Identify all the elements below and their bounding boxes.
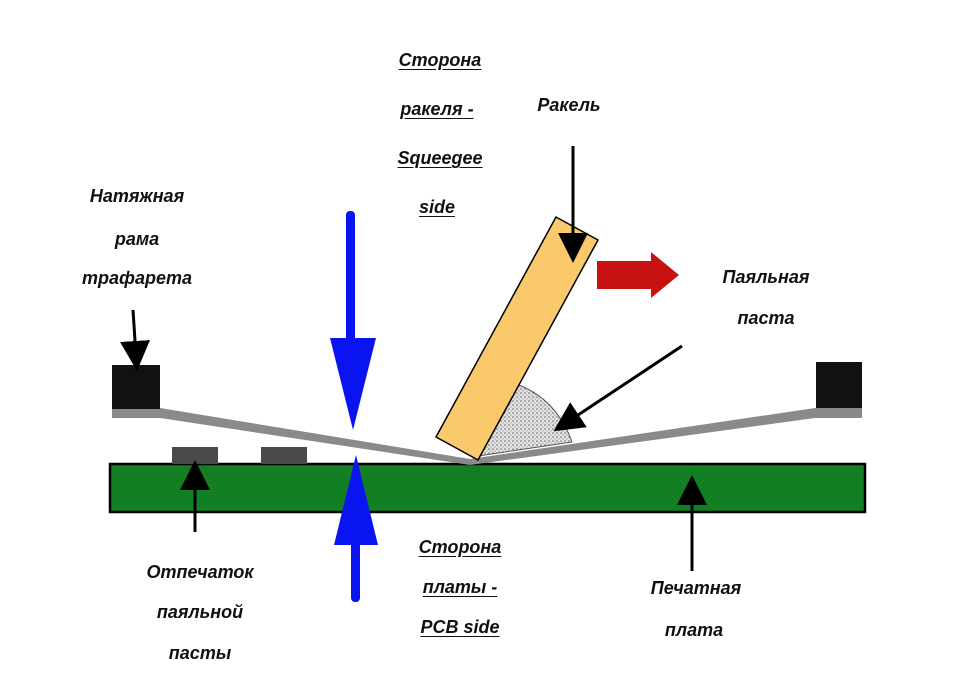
paste-print-label-1: Отпечаток — [146, 562, 254, 582]
squeegee-side-label-4: side — [418, 197, 456, 217]
paste-print-label-2: паяльной — [156, 602, 244, 622]
pcb-label-2: плата — [664, 620, 724, 640]
paste-print-pad-1 — [172, 447, 218, 464]
blue-down-arrow — [330, 211, 376, 430]
stencil-sheet — [112, 408, 470, 465]
stencil-frame-label-1: Натяжная — [89, 186, 185, 206]
stencil-frame-right — [816, 362, 862, 408]
pcb-board — [108, 462, 867, 514]
stencil-frame-left — [112, 365, 160, 409]
paste-print-pad-2 — [261, 447, 307, 464]
squeegee-side-label-1: Сторона — [398, 50, 482, 70]
blue-up-arrow — [334, 455, 378, 602]
pcb-side-label-1: Сторона — [418, 537, 502, 557]
squeegee-blade — [434, 215, 600, 462]
pcb-side-label-3: PCB side — [420, 617, 500, 637]
pcb-label-1: Печатная — [650, 578, 742, 598]
paste-print-label-3: пасты — [168, 643, 232, 663]
squeegee-side-label-3: Squeegee — [397, 148, 483, 168]
solder-paste-label-1: Паяльная — [722, 267, 810, 287]
pcb-side-label-2: платы - — [422, 577, 498, 597]
stencil-sheet-right — [470, 408, 862, 465]
stencil-frame-label-3: трафарета — [82, 268, 192, 288]
arrow-frame — [120, 309, 150, 371]
squeegee-side-label-2: ракеля - — [400, 99, 474, 119]
arrow-solder-paste — [553, 344, 683, 432]
stencil-frame-label-2: рама — [114, 229, 160, 249]
red-right-arrow-icon — [597, 252, 679, 298]
solder-paste-label-2: паста — [737, 308, 795, 328]
squeegee-label: Ракель — [537, 95, 601, 115]
